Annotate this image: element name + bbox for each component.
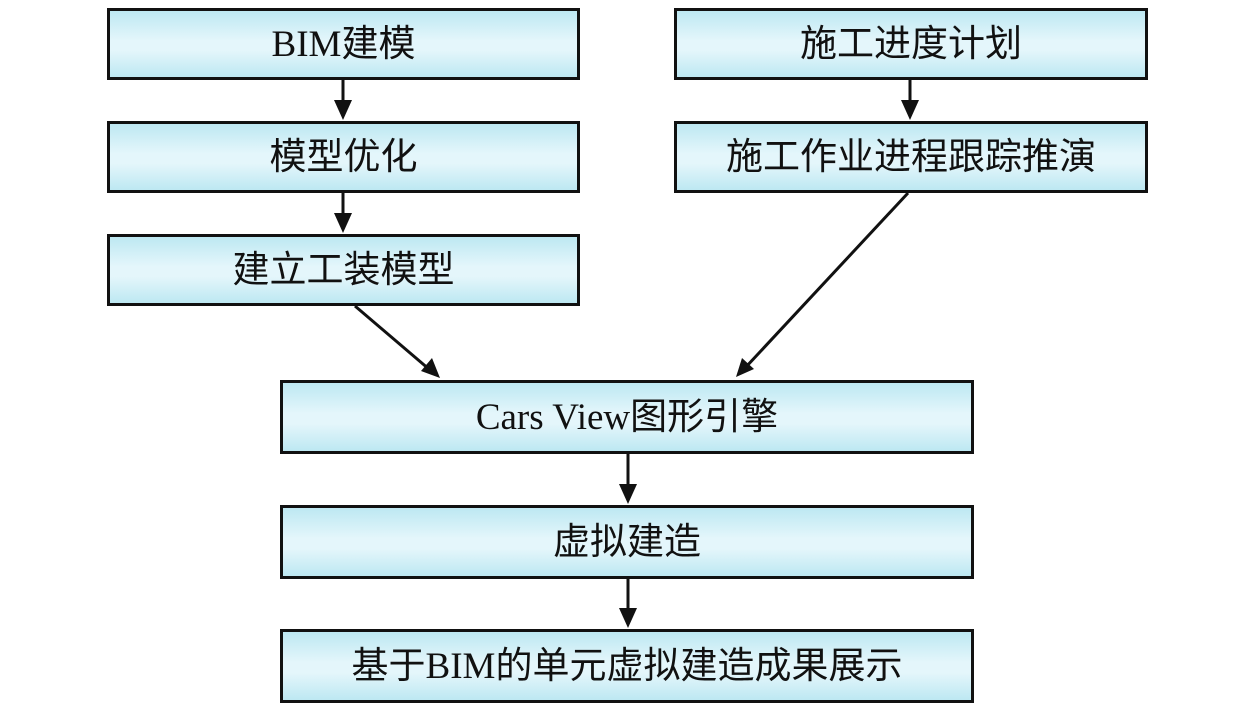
node-graphics-engine: Cars View图形引擎 [280,380,974,454]
node-label: 基于BIM的单元虚拟建造成果展示 [351,645,903,687]
node-virtual-construction: 虚拟建造 [280,505,974,579]
node-process-tracking: 施工作业进程跟踪推演 [674,121,1148,193]
node-label: 建立工装模型 [232,249,455,291]
node-label: BIM建模 [271,23,416,65]
arrow-tracking-to-engine [736,191,910,377]
arrow-tooling-to-engine [354,304,440,378]
node-label: 施工作业进程跟踪推演 [726,136,1096,178]
node-construction-schedule: 施工进度计划 [674,8,1148,80]
node-label: 模型优化 [269,136,418,178]
arrow-virtual-to-result [619,579,637,628]
node-bim-modeling: BIM建模 [107,8,580,80]
arrow-optimization-to-tooling [334,193,352,233]
node-model-optimization: 模型优化 [107,121,580,193]
node-result-display: 基于BIM的单元虚拟建造成果展示 [280,629,974,703]
arrow-engine-to-virtual [619,454,637,504]
node-label: 虚拟建造 [553,521,701,563]
arrow-schedule-to-tracking [901,80,919,120]
node-tooling-model: 建立工装模型 [107,234,580,306]
node-label: Cars View图形引擎 [475,396,779,438]
arrow-bim-to-optimization [334,80,352,120]
node-label: 施工进度计划 [800,23,1022,65]
